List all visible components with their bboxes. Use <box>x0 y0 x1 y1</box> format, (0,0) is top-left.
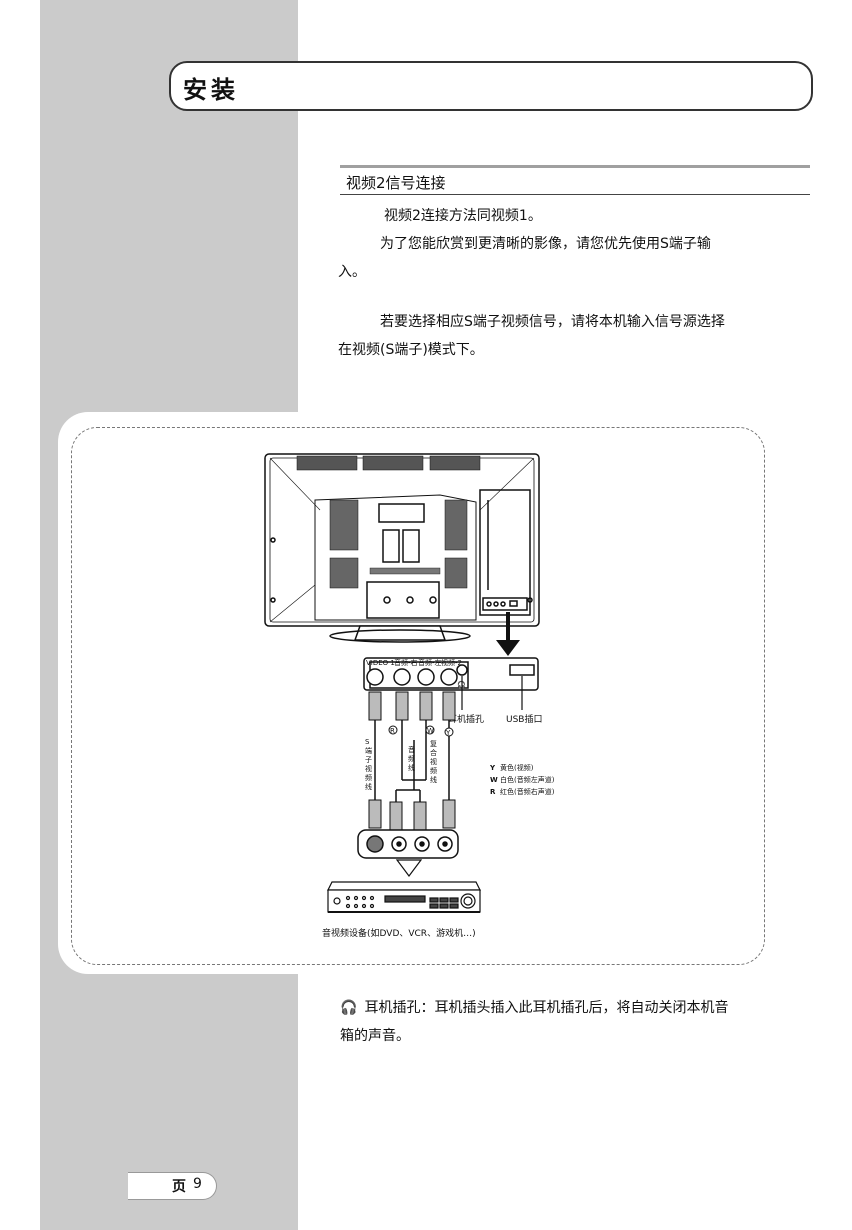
section-rule-top <box>340 165 810 168</box>
paragraph-1: 视频2连接方法同视频1。 <box>384 208 542 224</box>
marker-r: R <box>390 727 395 735</box>
usb-port-label: USB插口 <box>506 713 542 725</box>
svg-text:白色(音频左声道): 白色(音频左声道) <box>500 775 555 784</box>
svg-text:合: 合 <box>430 748 437 757</box>
svg-text:频: 频 <box>365 773 372 782</box>
jack-label-audio-l: 音频-左 <box>418 658 442 667</box>
device-output-panel <box>357 829 459 859</box>
marker-w: W <box>427 727 434 735</box>
diagram-dashed-border <box>71 427 765 965</box>
svg-text:视: 视 <box>365 764 372 773</box>
svg-text:频: 频 <box>430 766 437 775</box>
paragraph-3: 若要选择相应S端子视频信号，请将本机输入信号源选择在视频(S端子)模式下。 <box>338 314 725 358</box>
svg-text:W: W <box>490 776 498 784</box>
svg-text:端: 端 <box>365 746 372 755</box>
svg-text:线: 线 <box>408 763 415 772</box>
svg-text:视: 视 <box>430 757 437 766</box>
video-cable-label: 复 合 视 频 线 <box>430 739 437 784</box>
paragraph-2: 为了您能欣赏到更清晰的影像，请您优先使用S端子输入。 <box>338 236 711 280</box>
tv-back-illustration <box>264 453 540 643</box>
section-title: 视频2信号连接 <box>346 174 446 192</box>
headphone-note: 🎧 耳机插孔：耳机插头插入此耳机插孔后，将自动关闭本机音箱的声音。 <box>340 994 740 1050</box>
cable-plugs-bottom <box>368 799 456 831</box>
s-cable-label: S 端 子 视 频 线 <box>365 738 372 791</box>
headphone-note-text: 耳机插孔：耳机插头插入此耳机插孔后，将自动关闭本机音箱的声音。 <box>340 1000 729 1044</box>
headphone-icon: 🎧 <box>340 1000 358 1016</box>
cables <box>374 720 450 802</box>
svg-text:子: 子 <box>365 756 372 764</box>
jack-label-video2: 视频-2 <box>441 658 462 667</box>
page-tab <box>128 1172 217 1200</box>
jack-panel <box>363 657 539 691</box>
color-legend: Y 黄色(视频) W 白色(音频左声道) R 红色(音频右声道) <box>489 763 555 796</box>
cable-plugs-top <box>368 691 456 721</box>
svg-text:黄色(视频): 黄色(视频) <box>500 763 534 772</box>
title-frame <box>169 61 813 111</box>
device-caption: 音视频设备(如DVD、VCR、游戏机…) <box>322 927 476 939</box>
page-number: 9 <box>193 1176 202 1192</box>
svg-text:复: 复 <box>430 739 437 748</box>
section-rule-bottom <box>340 194 810 195</box>
jack-label-audio-r: 音频-右 <box>394 658 418 667</box>
page-title: 安装 <box>183 75 239 104</box>
svg-text:频: 频 <box>408 754 415 763</box>
svg-text:S: S <box>365 738 370 746</box>
page-label: 页 <box>172 1179 186 1195</box>
svg-text:Y: Y <box>489 764 496 772</box>
audio-cable-label: 音 频 线 <box>408 745 415 772</box>
connection-diagram: VIDEO 1 音频-右 音频-左 视频-2 🎧 耳机插孔 USB插口 R W … <box>264 453 555 939</box>
dvd-player-illustration <box>327 881 481 913</box>
earphone-jack-label: 耳机插孔 <box>448 713 484 725</box>
marker-y: Y <box>445 729 451 737</box>
svg-text:线: 线 <box>365 782 372 791</box>
svg-text:线: 线 <box>430 775 437 784</box>
arrow-down-icon <box>496 612 520 656</box>
arrow-down-outline-icon <box>395 859 423 877</box>
svg-text:R: R <box>490 788 496 796</box>
svg-text:红色(音频右声道): 红色(音频右声道) <box>500 787 555 796</box>
jack-label-video1: VIDEO 1 <box>366 659 395 667</box>
svg-text:音: 音 <box>408 745 415 754</box>
